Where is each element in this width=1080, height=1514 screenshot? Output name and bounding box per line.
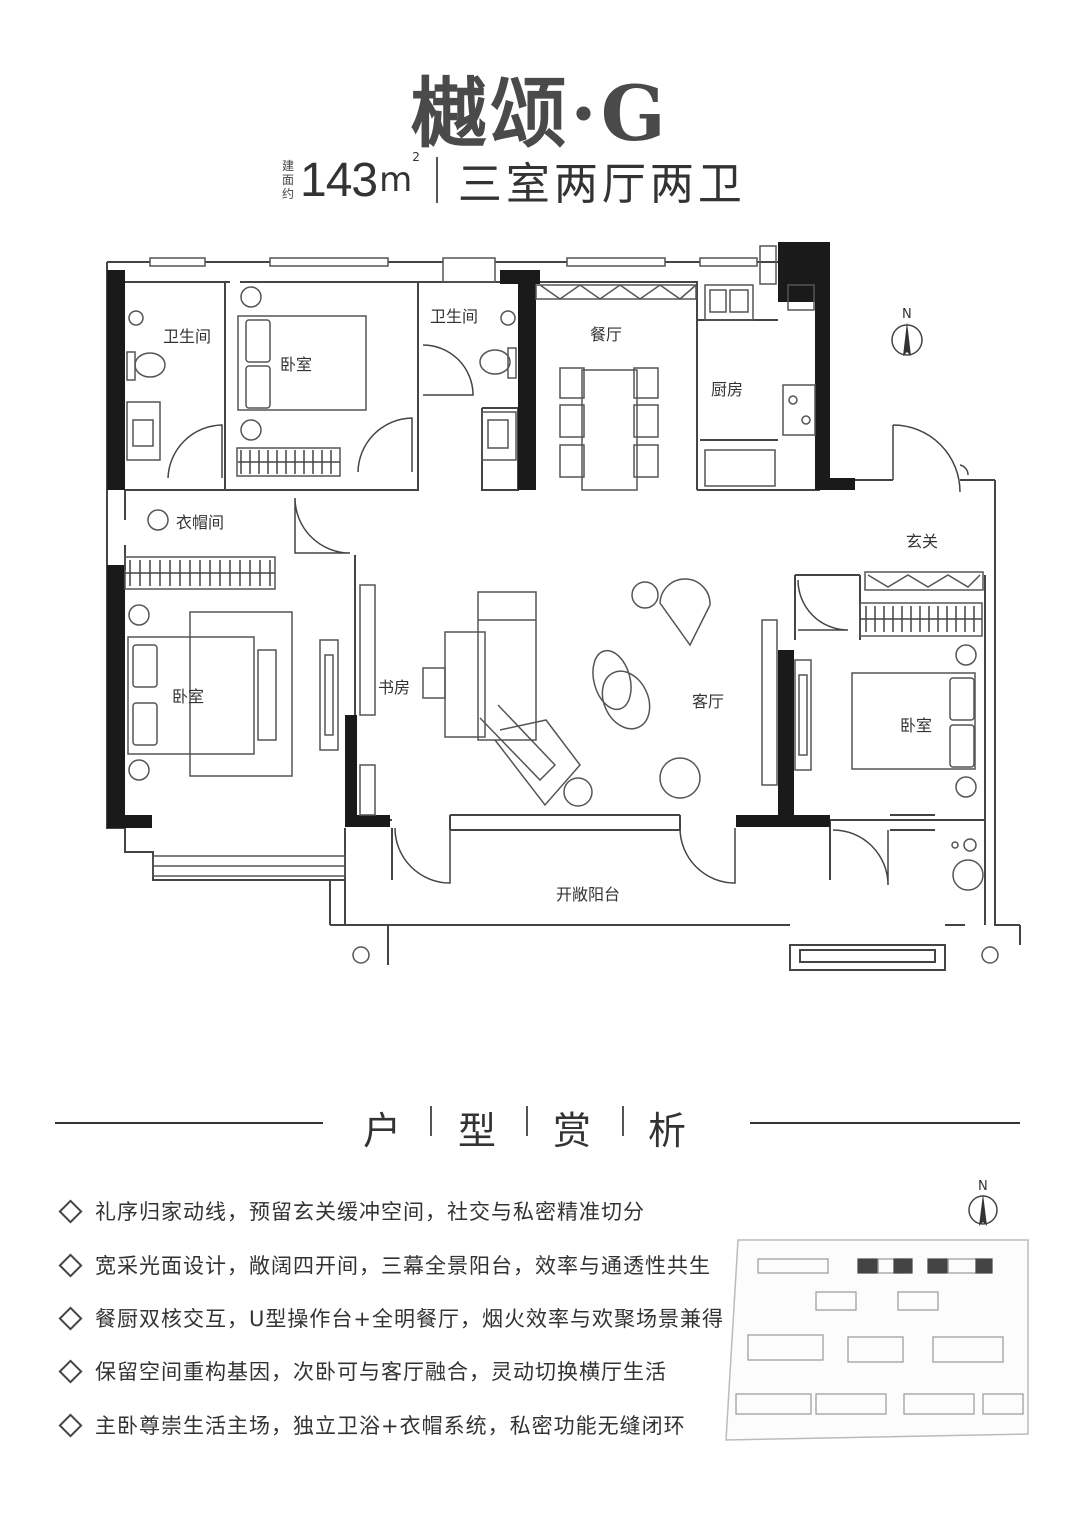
feature-item: 宽采光面设计，敞阔四开间，三幕全景阳台，效率与通透性共生 <box>58 1250 711 1280</box>
heading-separator <box>526 1106 528 1136</box>
diamond-bullet-icon <box>58 1412 83 1438</box>
windows <box>149 245 778 877</box>
heading-char: 户 <box>363 1109 402 1153</box>
diamond-bullet-icon <box>58 1198 83 1224</box>
site-compass-icon: N <box>968 1179 998 1226</box>
compass-icon: N <box>891 307 923 356</box>
furniture <box>124 284 999 964</box>
heading-rule-left <box>55 1122 323 1124</box>
layout-type: 三室两厅两卫 <box>457 159 746 210</box>
heading-char: 赏 <box>553 1109 592 1153</box>
area-prefix: 建 面 约 <box>282 159 294 201</box>
room-label-balcony: 开敞阳台 <box>556 885 620 904</box>
prefix-char: 建 <box>282 159 295 173</box>
floor-plan: 卫生间 卧室 卫生间 餐厅 厨房 衣帽间 玄关 卧室 书房 客厅 卧室 开敞阳台… <box>106 242 1021 971</box>
feature-text: 餐厨双核交互，U型操作台+全明餐厅，烟火效率与欢聚场景兼得 <box>95 1307 724 1331</box>
room-label-closet: 衣帽间 <box>176 513 224 532</box>
diamond-bullet-icon <box>58 1358 83 1384</box>
room-label-dining: 餐厅 <box>590 325 622 344</box>
room-label-entrance: 玄关 <box>906 532 938 551</box>
room-label-bath2: 卫生间 <box>430 307 478 326</box>
feature-text: 宽采光面设计，敞阔四开间，三幕全景阳台，效率与通透性共生 <box>95 1254 711 1278</box>
heading-rule-right <box>750 1122 1020 1124</box>
room-label-bath1: 卫生间 <box>163 327 211 346</box>
site-compass-label: N <box>978 1179 988 1194</box>
room-label-bedroom-right: 卧室 <box>900 716 932 735</box>
feature-item: 保留空间重构基因，次卧可与客厅融合，灵动切换横厅生活 <box>58 1356 667 1386</box>
feature-text: 礼序归家动线，预留玄关缓冲空间，社交与私密精准切分 <box>95 1200 645 1224</box>
doors <box>167 344 969 886</box>
site-plan-map: N <box>725 1179 1029 1441</box>
feature-item: 主卧尊崇生活主场，独立卫浴+衣帽系统，私密功能无缝闭环 <box>58 1410 686 1440</box>
heading-separator <box>430 1106 432 1136</box>
heading-char: 型 <box>458 1109 497 1153</box>
feature-text: 保留空间重构基因，次卧可与客厅融合，灵动切换横厅生活 <box>95 1360 667 1384</box>
room-label-bedroom-top: 卧室 <box>280 355 312 374</box>
area-unit: m2 <box>379 150 420 200</box>
room-label-kitchen: 厨房 <box>711 380 743 399</box>
feature-item: 餐厨双核交互，U型操作台+全明餐厅，烟火效率与欢聚场景兼得 <box>58 1303 724 1333</box>
heading-char: 析 <box>648 1109 687 1153</box>
feature-item: 礼序归家动线，预留玄关缓冲空间，社交与私密精准切分 <box>58 1196 645 1226</box>
heading-separator <box>622 1106 624 1136</box>
site-buildings <box>735 1258 1024 1415</box>
floorplan-title: 樾颂·G <box>410 69 670 158</box>
structural-walls <box>107 242 855 828</box>
subtitle-divider <box>435 157 438 203</box>
room-label-study: 书房 <box>378 678 410 697</box>
compass-label: N <box>902 307 912 322</box>
floorplan-subtitle: 建 面 约 143 m2 三室两厅两卫 <box>282 150 746 210</box>
prefix-char: 约 <box>282 187 295 201</box>
room-label-master-bedroom: 卧室 <box>172 687 204 706</box>
diamond-bullet-icon <box>58 1252 83 1278</box>
unit-superscript: 2 <box>412 150 420 164</box>
unit-text: m <box>379 160 413 200</box>
feature-text: 主卧尊崇生活主场，独立卫浴+衣帽系统，私密功能无缝闭环 <box>95 1414 686 1438</box>
room-labels: 卫生间 卧室 卫生间 餐厅 厨房 衣帽间 玄关 卧室 书房 客厅 卧室 开敞阳台 <box>163 307 938 904</box>
diamond-bullet-icon <box>58 1305 83 1331</box>
room-label-living: 客厅 <box>692 692 724 711</box>
area-value: 143 <box>300 153 378 207</box>
prefix-char: 面 <box>282 173 295 187</box>
wardrobes <box>125 450 982 632</box>
